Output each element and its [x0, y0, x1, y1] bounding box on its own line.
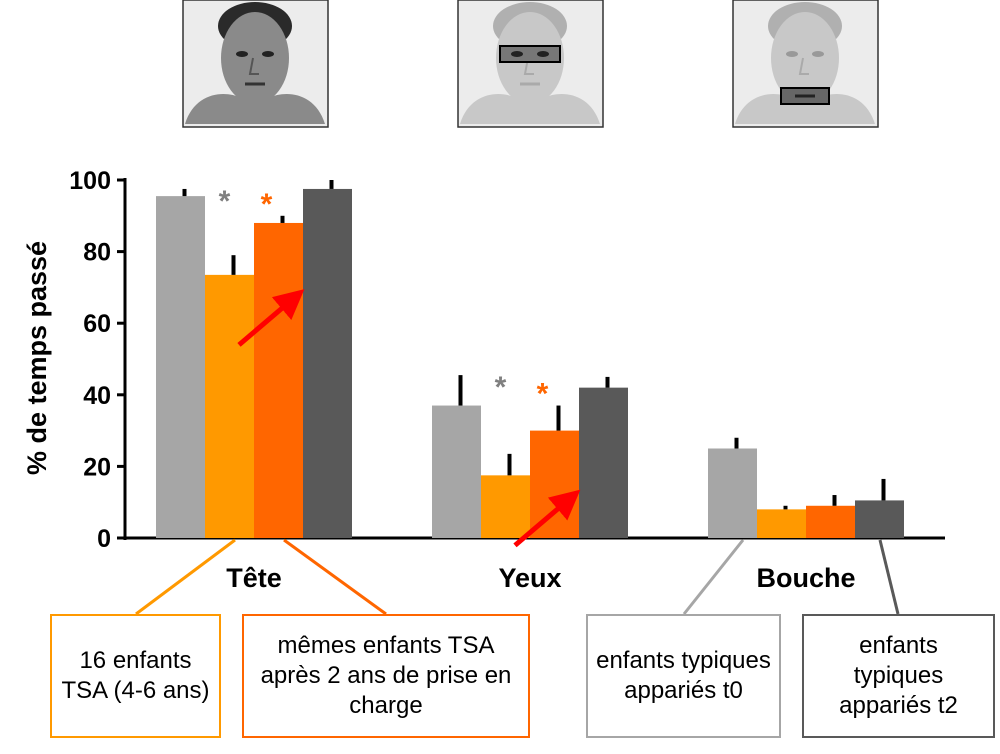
x-category-label: Yeux — [498, 563, 561, 593]
bar — [481, 475, 530, 538]
bar — [303, 188, 352, 538]
face-thumbnail-head — [182, 0, 329, 128]
increase-arrow — [237, 289, 305, 347]
significance-asterisk: * — [537, 378, 549, 411]
legend-label-tsa-t0: 16 enfants TSA (4-6 ans) — [61, 647, 210, 704]
legend-connector — [283, 538, 387, 616]
bar — [757, 509, 806, 538]
y-axis-label: % de temps passé — [22, 241, 52, 475]
bar — [205, 274, 254, 538]
y-tick-label: 80 — [83, 239, 111, 267]
legend-label-typical-t0: enfants typiques appariés t0 — [596, 647, 771, 704]
legend-entry-typical-t2: enfants typiques appariés t2 — [802, 614, 995, 738]
bar — [432, 405, 481, 538]
bar — [806, 505, 855, 538]
legend-connector — [682, 539, 745, 615]
legend-label-typical-t2: enfants typiques appariés t2 — [839, 632, 958, 719]
legend-connector — [135, 538, 236, 616]
legend-label-tsa-t2: mêmes enfants TSA après 2 ans de prise e… — [260, 632, 512, 719]
legend-entry-typical-t0: enfants typiques appariés t0 — [586, 614, 781, 738]
y-tick-label: 20 — [83, 453, 111, 481]
face-thumbnail-mouth — [732, 0, 879, 128]
bar — [579, 387, 628, 538]
bar — [156, 196, 205, 539]
increase-arrow — [513, 489, 581, 548]
legend-entry-tsa-t0: 16 enfants TSA (4-6 ans) — [50, 614, 221, 738]
bar — [254, 222, 303, 538]
legend-entry-tsa-t2: mêmes enfants TSA après 2 ans de prise e… — [242, 614, 530, 738]
y-tick-label: 0 — [97, 525, 111, 553]
significance-asterisk: * — [495, 371, 507, 404]
significance-asterisk: * — [261, 188, 273, 221]
y-tick-label: 40 — [83, 382, 111, 410]
face-thumbnail-eyes — [457, 0, 604, 128]
y-tick-label: 100 — [69, 167, 111, 195]
significance-asterisk: * — [219, 185, 231, 218]
bar — [855, 500, 904, 538]
bar — [708, 448, 757, 538]
legend-connector — [878, 539, 900, 615]
x-category-label: Bouche — [756, 563, 855, 593]
bar — [530, 430, 579, 538]
y-tick-label: 60 — [83, 310, 111, 338]
x-category-label: Tête — [226, 563, 282, 593]
